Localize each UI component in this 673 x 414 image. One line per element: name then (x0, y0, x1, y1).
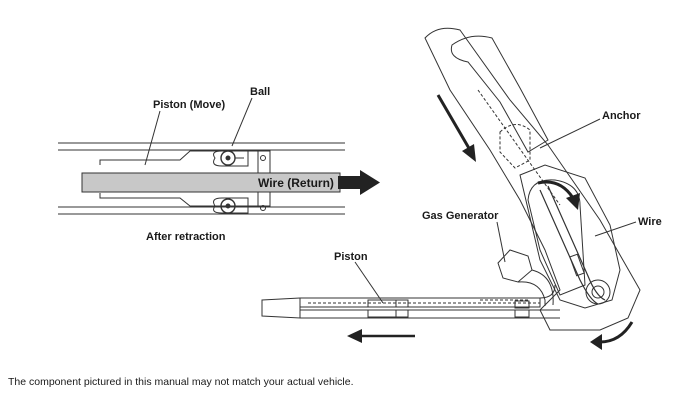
label-anchor: Anchor (602, 110, 641, 122)
wire-return-arrow-icon (338, 170, 380, 195)
leader-piston-move (144, 110, 161, 166)
label-wire-return: Wire (Return) (258, 176, 334, 190)
bottom-rotation-arc (599, 321, 634, 344)
piston-pin-top (260, 155, 266, 161)
rotation-arrow-arc (537, 180, 575, 199)
rotation-arrow-icon (566, 193, 580, 210)
bottom-rotation-icon (590, 334, 602, 350)
piston-tube (261, 284, 560, 319)
disclaimer-text: The component pictured in this manual ma… (8, 376, 354, 388)
anchor-plate (424, 27, 641, 331)
downward-arrow-icon (462, 144, 476, 162)
leader-ball (231, 97, 253, 147)
ball-seat-bottom (213, 197, 249, 214)
label-wire: Wire (638, 216, 662, 228)
piston-pin-bottom (260, 205, 266, 211)
spool (527, 179, 586, 296)
anchor-housing-top (450, 35, 549, 153)
wire-strand-inner (539, 189, 599, 305)
tube-end (261, 297, 541, 319)
gas-generator (497, 249, 554, 306)
label-gas-generator: Gas Generator (422, 210, 499, 222)
leader-piston (354, 261, 384, 304)
downward-arrow-shaft (436, 94, 472, 151)
label-piston-move: Piston (Move) (153, 99, 225, 111)
pulley-icon (585, 279, 611, 305)
label-piston: Piston (334, 251, 368, 263)
label-ball: Ball (250, 86, 270, 98)
pretensioner-assembly (424, 27, 641, 331)
label-after-retraction: After retraction (146, 231, 226, 243)
leader-gas-generator (496, 221, 506, 263)
leader-wire (594, 221, 637, 237)
leader-anchor (539, 118, 601, 149)
ball-seat-top (213, 150, 249, 167)
left-arrow-icon (347, 329, 362, 343)
retractor-plate (519, 164, 621, 309)
